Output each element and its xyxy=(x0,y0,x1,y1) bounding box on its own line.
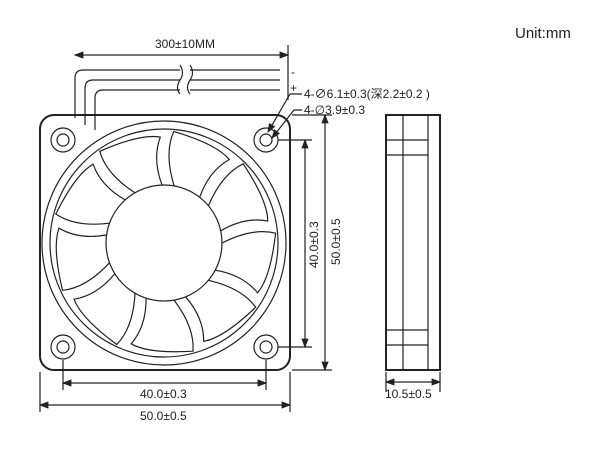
dim-thickness: 10.5±0.5 xyxy=(385,387,432,401)
fan-blade xyxy=(55,227,110,291)
cable xyxy=(73,45,290,130)
fan-blade xyxy=(207,163,269,232)
fan-blade xyxy=(73,273,136,346)
fan-blade xyxy=(130,298,194,353)
dim-hole-spacing-vertical: 40.0±0.3 xyxy=(307,221,321,268)
wire-positive: + xyxy=(290,81,297,95)
hole-callout-1: 4-∅6.1±0.3(深2.2±0.2 ) xyxy=(304,87,430,101)
fan-blade xyxy=(55,163,126,225)
cable-length-dim: 300±10MM xyxy=(155,37,215,51)
fan-blade xyxy=(99,135,163,194)
unit-label: Unit:mm xyxy=(515,25,571,42)
fan-blade xyxy=(185,279,257,343)
fan-side-view xyxy=(385,114,441,371)
dim-frame-vertical: 50.0±0.5 xyxy=(329,218,343,265)
dim-frame-horizontal: 50.0±0.5 xyxy=(140,409,187,423)
wire-negative: - xyxy=(291,65,295,79)
fan-blade xyxy=(168,130,231,198)
fan-blade xyxy=(215,231,277,294)
dim-hole-spacing-horizontal: 40.0±0.3 xyxy=(140,387,187,401)
hole-callout-2: 4-∅3.9±0.3 xyxy=(304,103,365,117)
fan-front-view xyxy=(39,114,291,371)
